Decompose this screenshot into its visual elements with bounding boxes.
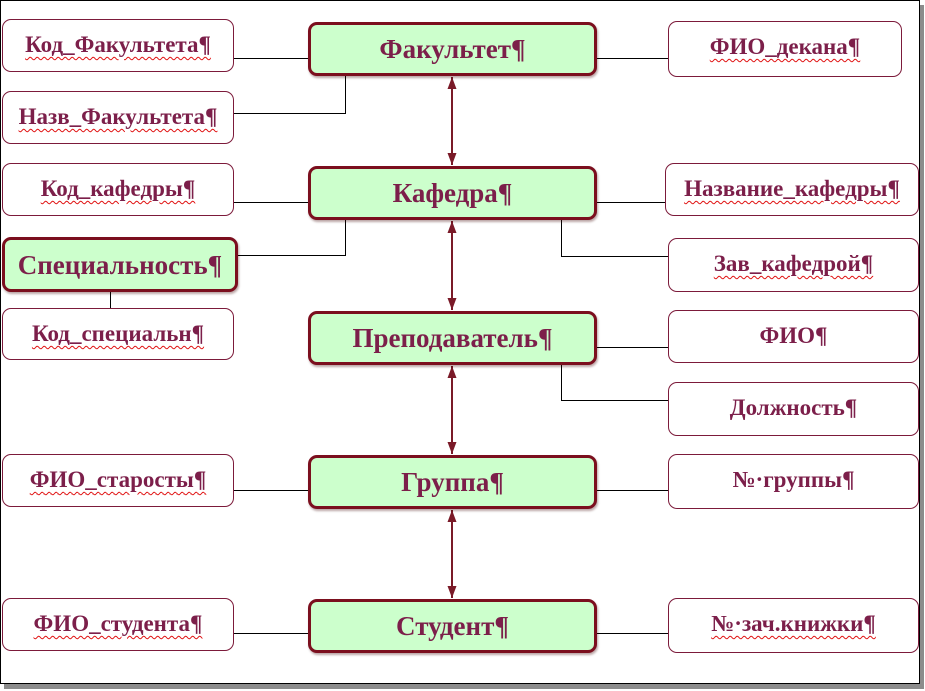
link-faculty-name [234,76,346,114]
attribute-teacher-name: ФИО¶ [668,310,919,363]
attribute-department-name: Название_кафедры¶ [665,163,919,216]
entity-faculty: Факультет¶ [308,22,597,76]
attribute-faculty-name-label: Назв_Факультета¶ [18,104,218,129]
attribute-group-number-label: №·группы¶ [732,467,855,492]
attribute-department-code: Код_кафедры¶ [2,163,234,216]
attribute-department-name-label: Название_кафедры¶ [684,176,900,201]
link-teacher-position [561,365,668,401]
entity-department-label: Кафедра¶ [392,178,513,208]
attribute-faculty-name: Назв_Факультета¶ [2,91,234,144]
entity-student-label: Студент¶ [396,611,509,641]
attribute-record-book-number: №·зач.книжки¶ [668,598,919,653]
attribute-department-code-label: Код_кафедры¶ [40,176,196,201]
entity-department: Кафедра¶ [308,166,597,220]
entity-teacher-label: Преподаватель¶ [352,323,553,353]
attribute-group-number: №·группы¶ [668,454,919,509]
link-specialty-department [238,220,346,256]
attribute-faculty-code: Код_Факультета¶ [2,19,234,72]
entity-specialty: Специальность¶ [2,237,238,292]
attribute-dean-name-label: ФИО_декана¶ [709,34,861,59]
attribute-dean-name: ФИО_декана¶ [668,21,902,77]
attribute-faculty-code-label: Код_Факультета¶ [25,32,211,57]
attribute-teacher-position-label: Должность¶ [729,395,858,420]
attribute-department-head: Зав_кафедрой¶ [668,238,919,292]
entity-group-label: Группа¶ [401,467,504,497]
attribute-group-head: ФИО_старосты¶ [2,454,234,507]
attribute-specialty-code: Код_специальн¶ [2,308,234,360]
attribute-student-name-label: ФИО_студента¶ [33,611,203,636]
entity-group: Группа¶ [308,455,597,509]
attribute-department-head-label: Зав_кафедрой¶ [713,251,874,276]
attribute-teacher-position: Должность¶ [668,382,919,436]
entity-faculty-label: Факультет¶ [379,34,526,64]
entity-student: Студент¶ [308,599,597,653]
attribute-group-head-label: ФИО_старосты¶ [29,467,207,492]
attribute-specialty-code-label: Код_специальн¶ [31,321,205,346]
entity-specialty-label: Специальность¶ [17,249,223,280]
attribute-student-name: ФИО_студента¶ [2,598,234,651]
attribute-record-book-number-label: №·зач.книжки¶ [711,611,876,636]
entity-teacher: Преподаватель¶ [308,311,597,365]
link-department-head [561,220,668,257]
attribute-teacher-name-label: ФИО¶ [759,323,828,348]
